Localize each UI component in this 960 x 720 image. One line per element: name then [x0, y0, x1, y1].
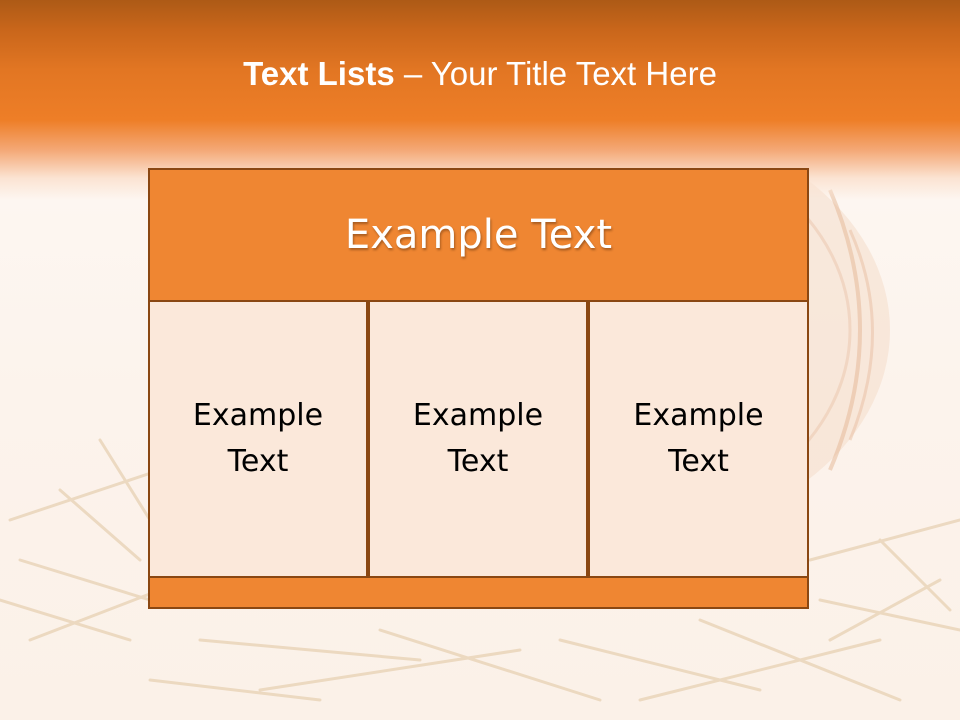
diagram-cell-2[interactable]: Example Text: [368, 300, 588, 578]
title-subtitle: – Your Title Text Here: [394, 55, 717, 92]
header-band: [0, 0, 960, 200]
slide-title: Text Lists – Your Title Text Here: [0, 52, 960, 96]
diagram-header-text: Example Text: [344, 212, 613, 258]
diagram-cell-1[interactable]: Example Text: [148, 300, 368, 578]
diagram-footer-bar: [148, 576, 809, 609]
diagram-cell-text: Example Text: [192, 398, 324, 479]
diagram-header-box[interactable]: Example Text: [148, 168, 809, 302]
diagram-cell-text: Example Text: [412, 398, 544, 479]
title-main: Text Lists: [243, 55, 395, 92]
text-list-diagram: Example Text Example Text Example Text E…: [148, 168, 809, 609]
diagram-cell-text: Example Text: [633, 398, 764, 479]
diagram-cell-3[interactable]: Example Text: [588, 300, 809, 578]
